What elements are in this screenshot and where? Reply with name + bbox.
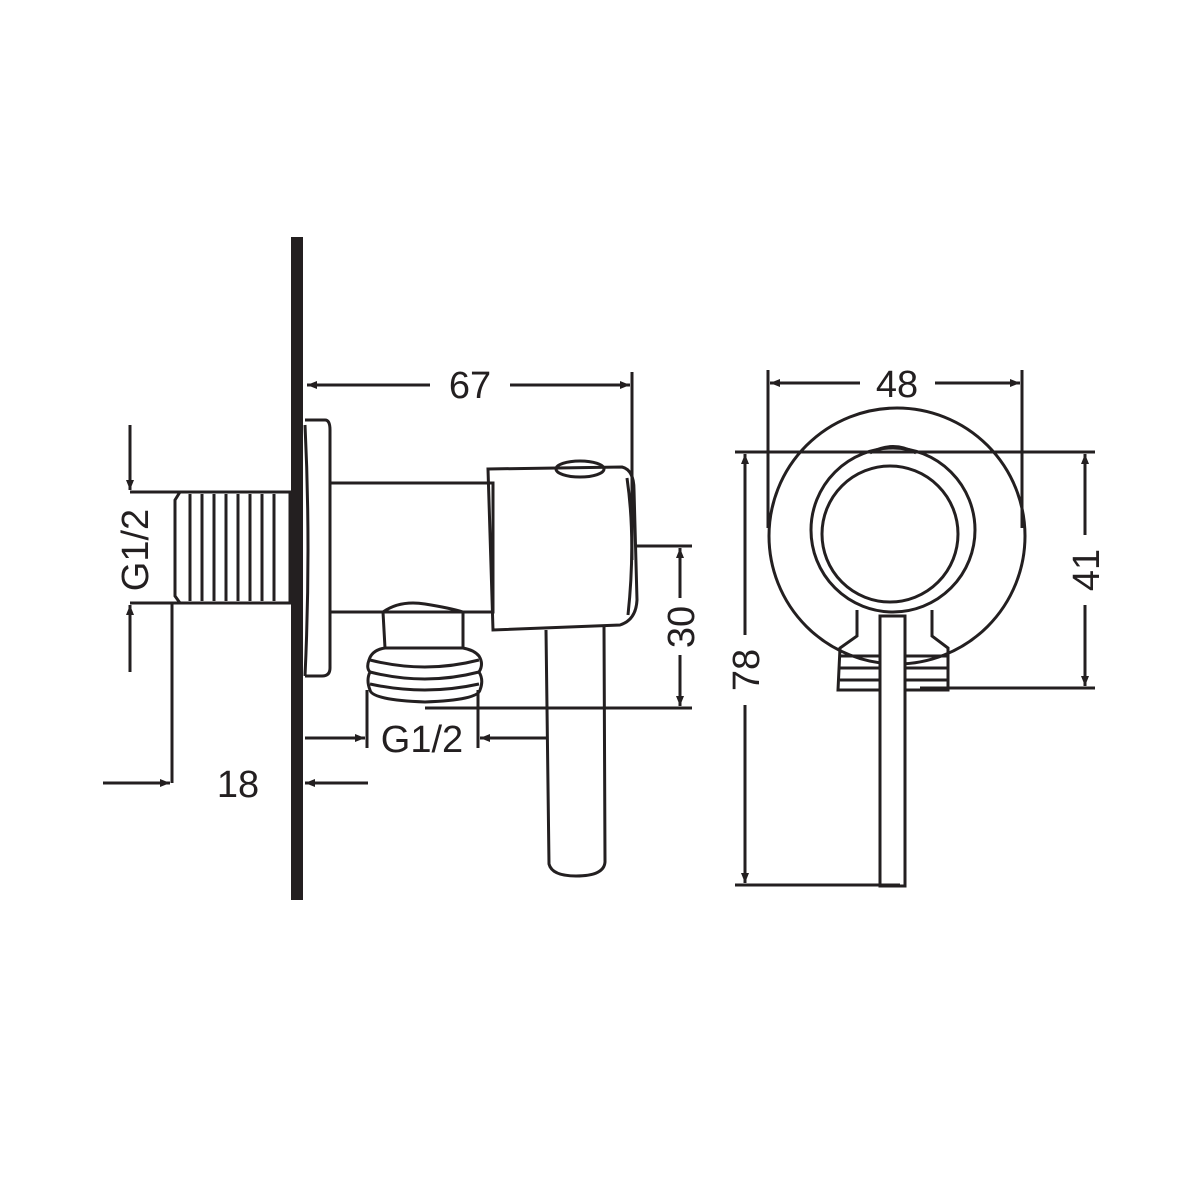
dim-label-inlet-thread: G1/2 [115, 509, 157, 591]
inlet-thread [173, 490, 292, 605]
dim-label-outlet-thread: G1/2 [381, 719, 463, 761]
dimension-67: 67 [307, 365, 634, 560]
dimension-41: 41 [920, 454, 1108, 690]
handle-ring-outer [809, 446, 977, 614]
handle-head [486, 465, 639, 632]
dim-label-outlet-height: 41 [1066, 549, 1108, 591]
dimension-outlet-thread: G1/2 [305, 690, 548, 761]
dimension-30: 30 [425, 544, 703, 710]
front-lever [878, 614, 907, 888]
indicator-knob [554, 459, 606, 479]
handle-ring-inner [820, 464, 960, 604]
front-view: 48 78 41 [726, 364, 1108, 888]
dim-label-inlet-length: 18 [217, 764, 259, 806]
dimension-78: 78 [726, 450, 1095, 887]
dimension-48: 48 [766, 364, 1024, 528]
wall-line [291, 237, 303, 900]
dimension-18: 18 [103, 603, 368, 806]
valve-body [328, 481, 495, 614]
dim-label-width: 48 [876, 364, 918, 406]
dim-label-outlet-offset: 30 [661, 606, 703, 648]
side-view: 67 G1/2 18 G1/2 [103, 237, 703, 900]
dim-label-height: 78 [726, 649, 768, 691]
dimension-inlet-thread: G1/2 [115, 425, 185, 672]
lever [544, 625, 607, 878]
outlet [366, 601, 484, 704]
flange-edge [303, 424, 310, 677]
dim-label-length: 67 [449, 365, 491, 407]
